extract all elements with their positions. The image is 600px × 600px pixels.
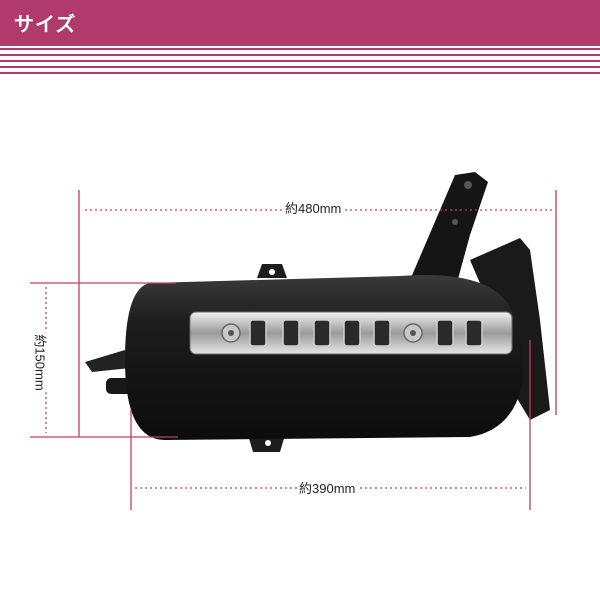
width-dimension-label: 約480mm [283, 201, 344, 216]
section-header: サイズ [0, 0, 600, 46]
height-dimension-label: 約150mm [32, 332, 48, 393]
muffler-image [85, 172, 550, 452]
dimension-guides [30, 190, 557, 510]
length-dimension-label: 約390mm [297, 481, 358, 496]
header-stripes [0, 48, 600, 80]
section-title: サイズ [14, 14, 77, 36]
